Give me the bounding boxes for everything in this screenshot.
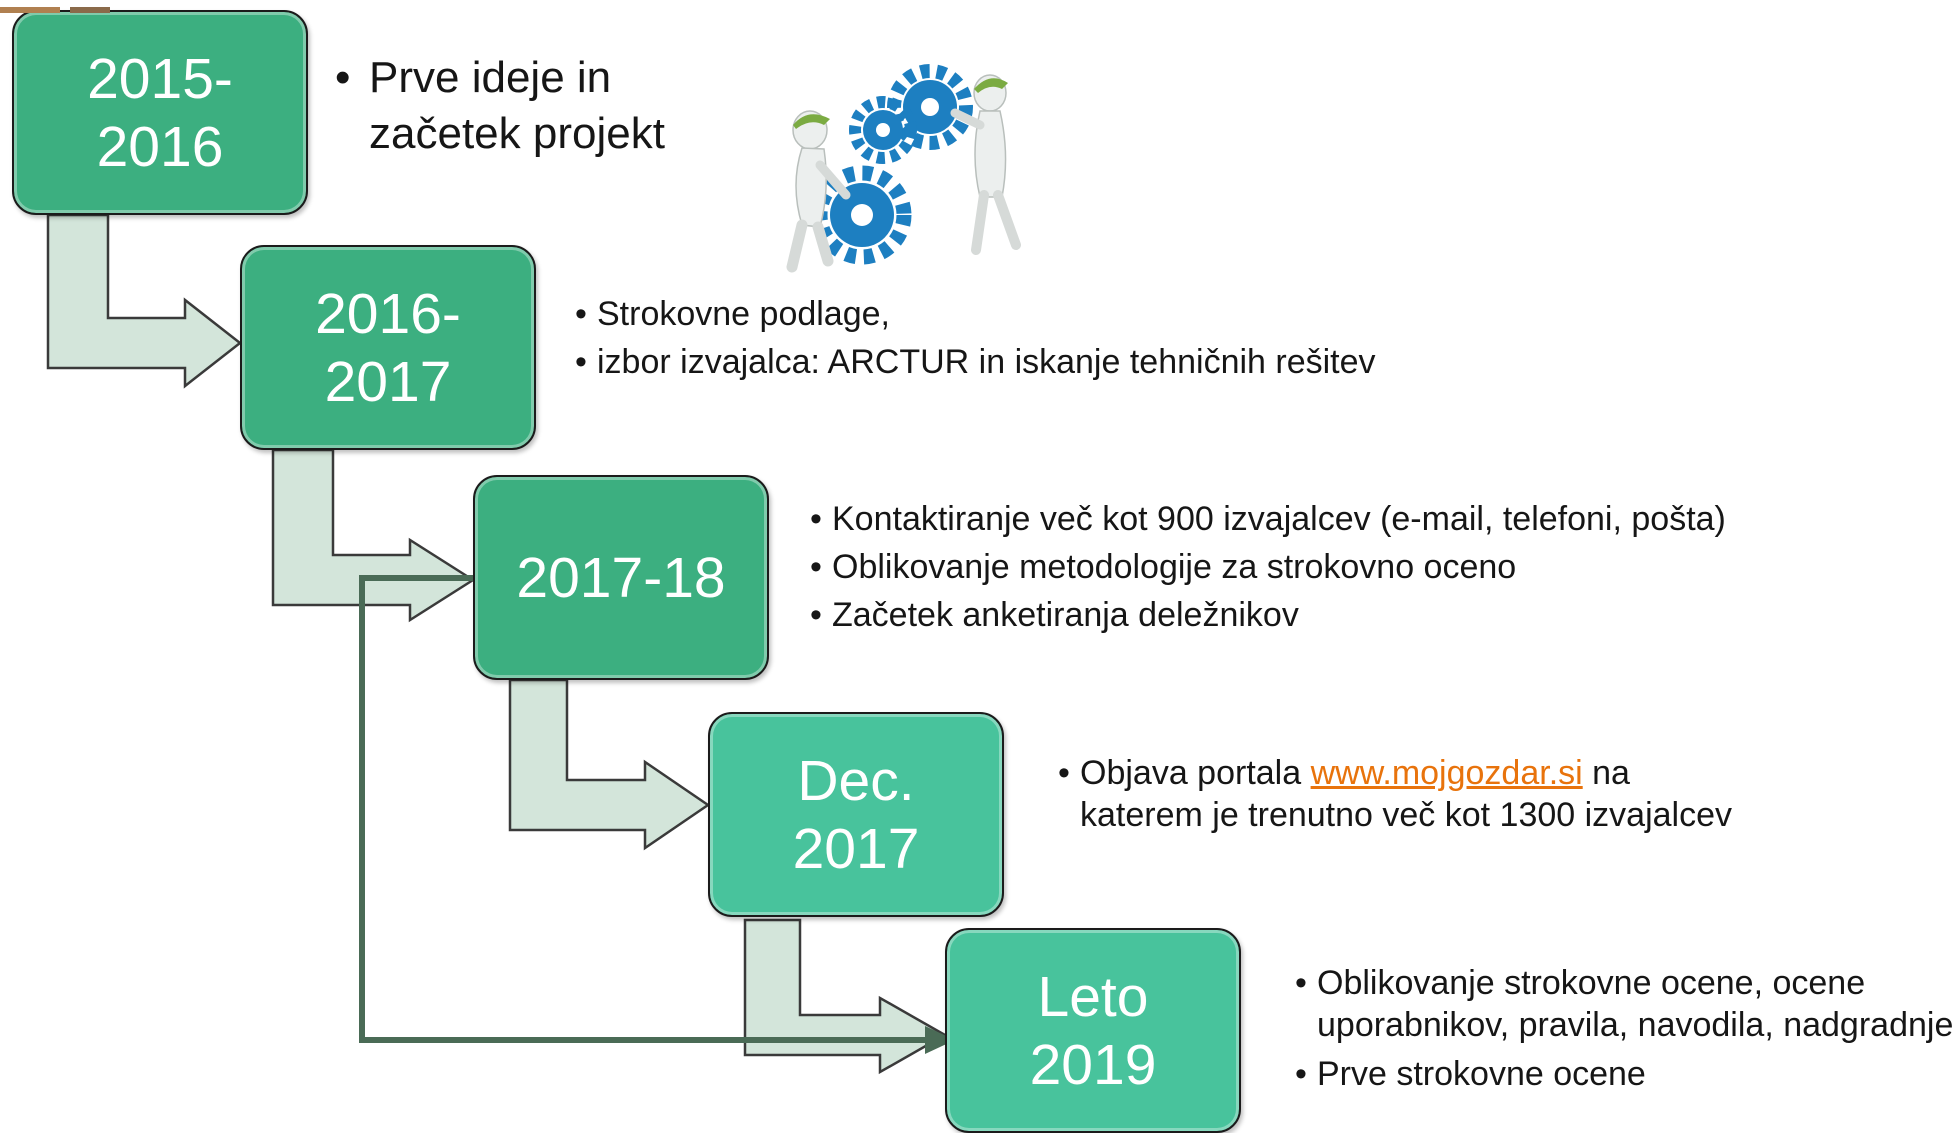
bullet-icon: • — [575, 343, 587, 381]
stage-4-description: • Objava portala www.mojgozdar.si na kat… — [1058, 752, 1732, 836]
elbow-arrow-2 — [271, 448, 476, 623]
stage-box-2: 2016- 2017 — [240, 245, 536, 450]
stage-3-item-3-line-1: Začetek anketiranja deležnikov — [832, 596, 1299, 634]
stage-2-item-2: • izbor izvajalca: ARCTUR in iskanje teh… — [575, 338, 1376, 386]
stage-5-item-1-line-1: Oblikovanje strokovne ocene, ocene — [1317, 964, 1866, 1002]
stage-3-description: • Kontaktiranje več kot 900 izvajalcev (… — [810, 495, 1726, 639]
stage-5-description: • Oblikovanje strokovne ocene, ocene upo… — [1295, 962, 1953, 1098]
stage-2-description: • Strokovne podlage, • izbor izvajalca: … — [575, 290, 1376, 386]
figure-right — [950, 74, 1021, 255]
mojgozdar-link[interactable]: www.mojgozdar.si — [1310, 754, 1583, 792]
stage-box-5: Leto 2019 — [945, 928, 1241, 1133]
stage-3-item-2: • Oblikovanje metodologije za strokovno … — [810, 543, 1726, 591]
bullet-icon: • — [810, 500, 822, 538]
header-decoration — [0, 0, 110, 13]
elbow-arrow-1 — [46, 213, 243, 389]
elbow-arrow-4 — [743, 918, 948, 1075]
stage-1-item-1-line-2: začetek projekt — [369, 109, 665, 158]
stage-1-period-line-1: 2015- — [87, 46, 233, 111]
stage-1-period-line-2: 2016 — [96, 114, 224, 179]
stage-3-period: 2017-18 — [516, 545, 726, 610]
bullet-icon: • — [810, 548, 822, 586]
gear-icon-middle — [849, 96, 917, 164]
stage-5-item-2: • Prve strokovne ocene — [1295, 1050, 1953, 1098]
stage-4-period-line-1: Dec. — [797, 748, 915, 813]
stage-4-item-1-prefix: Objava portala — [1080, 754, 1311, 792]
stage-2-period-line-1: 2016- — [315, 281, 461, 346]
stage-2-item-1-line-1: Strokovne podlage, — [597, 295, 890, 333]
stage-1-item-1: • Prve ideje in začetek projekt — [335, 50, 665, 162]
teamwork-gears-illustration — [780, 45, 1040, 280]
loop-back-arrowhead — [925, 1026, 955, 1054]
stage-box-4: Dec. 2017 — [708, 712, 1004, 917]
stage-4-period-line-2: 2017 — [792, 816, 920, 881]
stage-2-period-line-2: 2017 — [324, 349, 452, 414]
stage-5-item-1: • Oblikovanje strokovne ocene, ocene upo… — [1295, 962, 1953, 1046]
bullet-icon: • — [810, 596, 822, 634]
stage-3-item-3: • Začetek anketiranja deležnikov — [810, 591, 1726, 639]
stage-4-item-1-line-2: katerem je trenutno več kot 1300 izvajal… — [1080, 796, 1733, 834]
stage-box-1: 2015- 2016 — [12, 10, 308, 215]
stage-3-item-2-line-1: Oblikovanje metodologije za strokovno oc… — [832, 548, 1517, 586]
stage-1-description: • Prve ideje in začetek projekt — [335, 50, 665, 162]
loop-back-line — [359, 575, 930, 1043]
stage-4-item-1: • Objava portala www.mojgozdar.si na kat… — [1058, 752, 1732, 836]
bullet-icon: • — [335, 53, 351, 102]
bullet-icon: • — [1295, 1055, 1307, 1093]
stage-4-item-1-suffix: na — [1582, 754, 1630, 792]
stage-2-item-1: • Strokovne podlage, — [575, 290, 1376, 338]
figure-left — [786, 110, 851, 273]
gear-icon-top — [887, 64, 973, 150]
stage-3-item-1-line-1: Kontaktiranje več kot 900 izvajalcev (e-… — [832, 500, 1726, 538]
bullet-icon: • — [1058, 754, 1070, 792]
bullet-icon: • — [575, 295, 587, 333]
stage-5-period-line-2: 2019 — [1029, 1032, 1157, 1097]
bullet-icon: • — [1295, 964, 1307, 1002]
stage-3-item-1: • Kontaktiranje več kot 900 izvajalcev (… — [810, 495, 1726, 543]
stage-4-item-1-first-line: Objava portala www.mojgozdar.si na — [1080, 752, 1732, 794]
stage-2-item-2-line-1: izbor izvajalca: ARCTUR in iskanje tehni… — [597, 343, 1376, 381]
stage-5-period-line-1: Leto — [1037, 964, 1149, 1029]
stage-5-item-1-line-2: uporabnikov, pravila, navodila, nadgradn… — [1317, 1006, 1954, 1044]
stage-box-3: 2017-18 — [473, 475, 769, 680]
stage-1-item-1-line-1: Prve ideje in — [369, 53, 612, 102]
elbow-arrow-3 — [508, 678, 711, 851]
stage-5-item-2-line-1: Prve strokovne ocene — [1317, 1055, 1646, 1093]
